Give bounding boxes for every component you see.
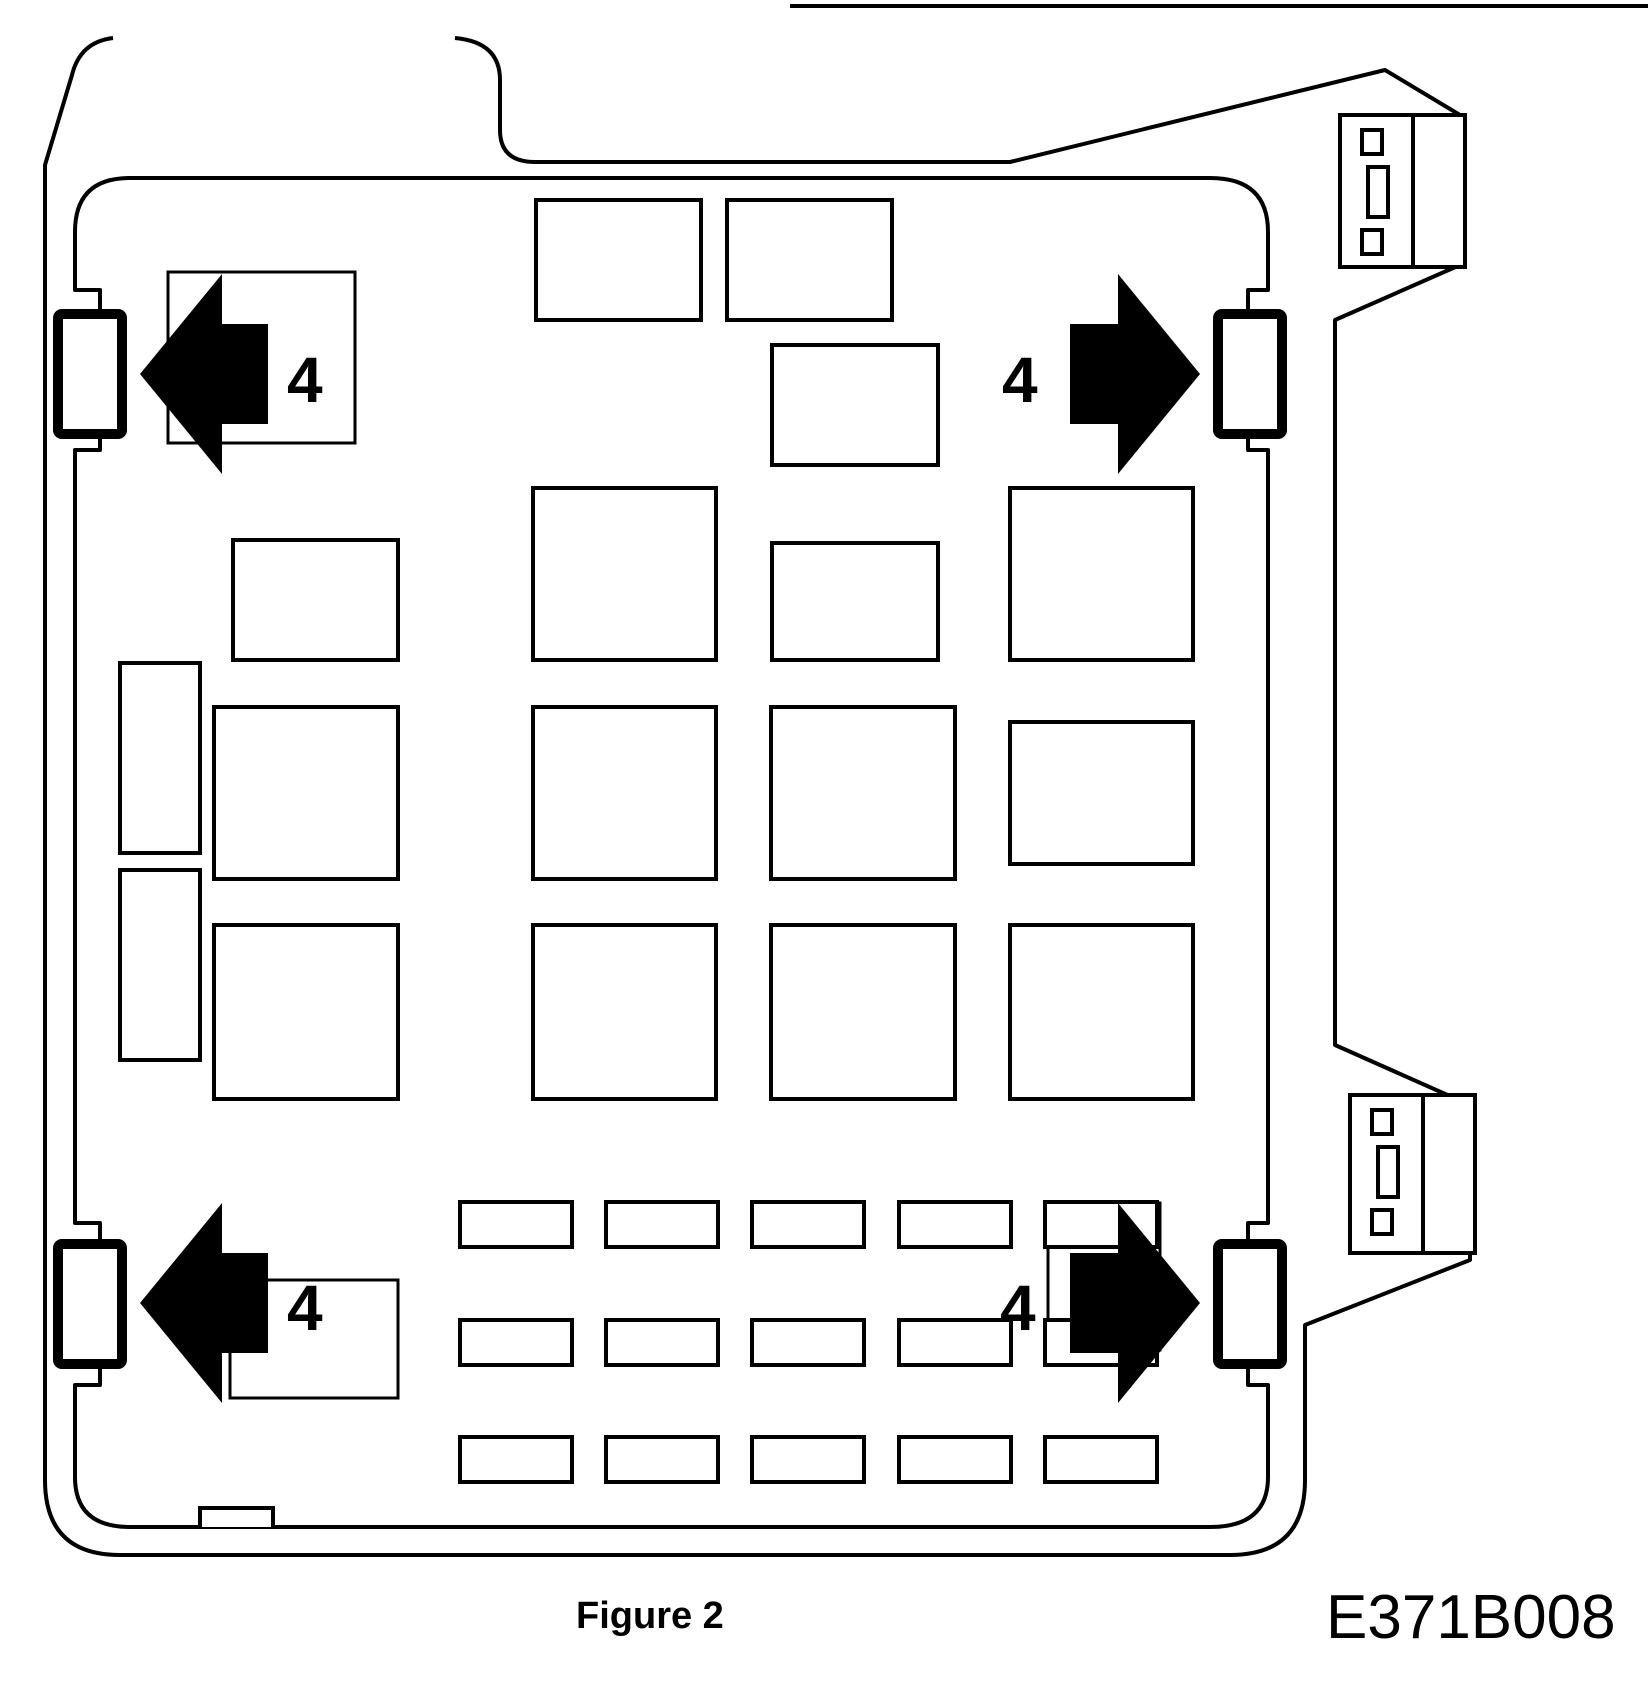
relay-grid — [118, 198, 1195, 1101]
clip-top-left — [53, 309, 127, 439]
relay — [118, 661, 202, 855]
fuse — [604, 1435, 720, 1484]
relay — [118, 868, 202, 1062]
fuse — [604, 1200, 720, 1249]
fuse — [458, 1200, 574, 1249]
relay — [231, 538, 400, 662]
fuse-grid — [458, 1200, 1159, 1484]
callout-bottom-left: 4 — [287, 1272, 323, 1344]
bottom-notch — [198, 1506, 275, 1527]
relay — [1008, 486, 1195, 662]
relay — [531, 486, 718, 662]
relay — [770, 541, 940, 662]
relay — [725, 198, 894, 322]
fuse — [458, 1435, 574, 1484]
relay — [769, 923, 957, 1101]
fuse — [750, 1318, 866, 1367]
clip-icon — [53, 309, 1287, 1369]
callout-top-left: 4 — [287, 344, 323, 416]
relay — [531, 923, 718, 1101]
connector-lower — [1348, 1093, 1477, 1255]
fuse — [750, 1200, 866, 1249]
figure-code: E371B008 — [1326, 1583, 1616, 1652]
fuse — [604, 1318, 720, 1367]
relay — [769, 705, 957, 881]
relay — [1008, 720, 1195, 866]
arrow-top-left — [140, 274, 268, 474]
fuse — [458, 1318, 574, 1367]
callout-top-right: 4 — [1002, 344, 1038, 416]
frame-bottom-left — [228, 1278, 400, 1400]
figure-caption: Figure 2 — [576, 1595, 724, 1637]
clip-top-right — [1213, 309, 1287, 439]
arrow-bottom-left — [140, 1203, 268, 1403]
fuse — [1043, 1435, 1159, 1484]
clip-bottom-right — [1213, 1239, 1287, 1369]
relay — [1008, 923, 1195, 1101]
arrow-top-right — [1070, 274, 1200, 474]
clip-bottom-left — [53, 1239, 127, 1369]
relay — [534, 198, 703, 322]
fuse — [750, 1435, 866, 1484]
relay — [212, 705, 400, 881]
connector-upper — [1338, 113, 1467, 269]
outer-housing — [43, 36, 1472, 1557]
fuse — [897, 1200, 1013, 1249]
inner-housing — [73, 176, 1270, 1529]
relay — [770, 343, 940, 467]
arrow-bottom-right — [1070, 1203, 1200, 1403]
fuse — [897, 1318, 1013, 1367]
bold-arrow-icon — [140, 274, 1200, 1403]
fuse — [897, 1435, 1013, 1484]
callout-bottom-right: 4 — [1000, 1272, 1036, 1344]
relay — [212, 923, 400, 1101]
relay — [531, 705, 718, 881]
